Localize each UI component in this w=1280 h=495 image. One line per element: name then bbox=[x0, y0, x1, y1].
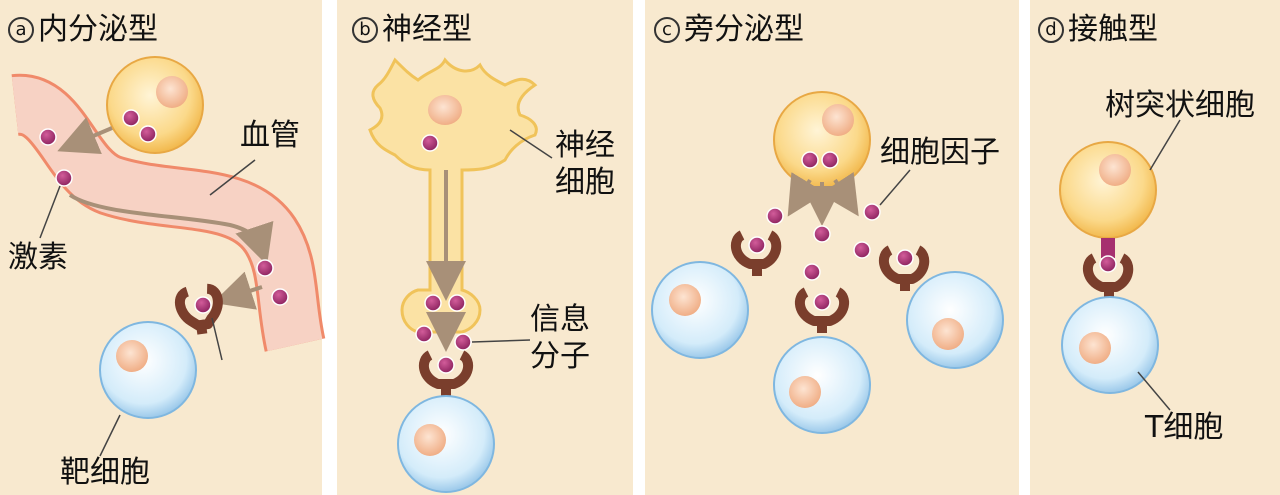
label-target-cell: 靶细胞 bbox=[60, 455, 150, 490]
paracrine-target-right bbox=[878, 245, 1004, 369]
endocrine-secreting-cell bbox=[106, 56, 204, 154]
label-blood-vessel: 血管 bbox=[240, 118, 300, 153]
cytokine-molecules bbox=[748, 203, 914, 311]
badge-c: c bbox=[654, 17, 680, 43]
signal-molecules bbox=[415, 325, 472, 374]
hormone-molecules bbox=[39, 128, 289, 314]
dendritic-cell bbox=[1059, 141, 1157, 273]
target-cell bbox=[99, 283, 223, 419]
paracrine-target-center bbox=[773, 287, 871, 434]
paracrine-target-left bbox=[651, 230, 782, 359]
label-signal-molecule-1: 信息 bbox=[530, 302, 590, 337]
label-dendritic-cell: 树突状细胞 bbox=[1105, 88, 1255, 123]
badge-d: d bbox=[1038, 17, 1064, 43]
badge-a: a bbox=[8, 17, 34, 43]
label-t-cell: T细胞 bbox=[1145, 410, 1224, 445]
label-nerve-cell-2: 细胞 bbox=[555, 165, 615, 200]
panel-contact bbox=[1030, 0, 1280, 495]
neural-target-cell bbox=[397, 350, 495, 493]
nerve-cell bbox=[368, 57, 538, 334]
label-nerve-cell-1: 神经 bbox=[555, 128, 615, 163]
paracrine-secreting-cell bbox=[773, 91, 871, 189]
label-signal-molecule-2: 分子 bbox=[530, 339, 590, 374]
t-cell bbox=[1061, 253, 1159, 394]
badge-b: b bbox=[352, 17, 378, 43]
label-cytokine: 细胞因子 bbox=[880, 135, 1000, 170]
label-hormone: 激素 bbox=[8, 240, 68, 275]
